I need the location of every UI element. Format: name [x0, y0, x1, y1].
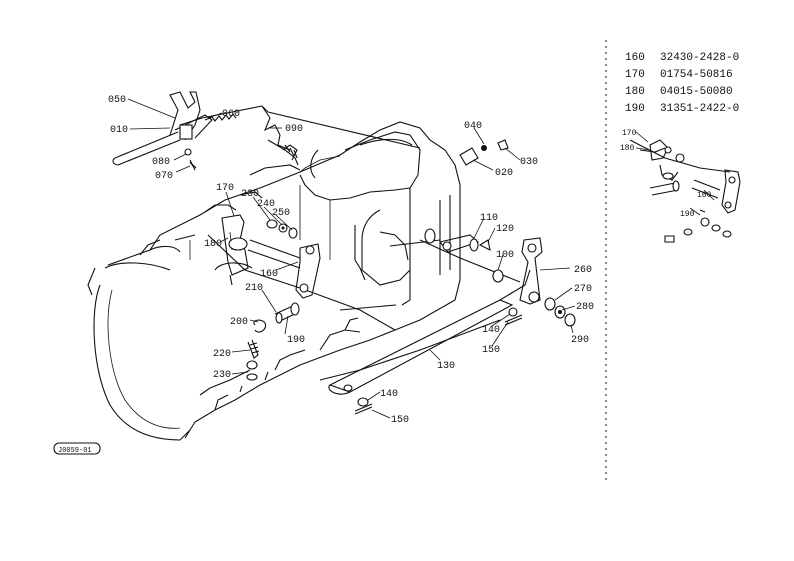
callout-110: 110	[480, 213, 498, 224]
parts-row-ref: 190	[625, 103, 645, 115]
parts-row-number: 04015-50080	[660, 86, 733, 98]
transmission-housing	[87, 121, 461, 441]
callout-160: 160	[260, 269, 278, 280]
callout-030: 030	[520, 157, 538, 168]
callout-130: 130	[437, 361, 455, 372]
linkage-assembly	[328, 139, 576, 415]
callout-190: 190	[287, 335, 305, 346]
callout-280: 280	[576, 302, 594, 313]
callout-labels: 050 010 060 090 080 070 040 030 020 170 …	[108, 95, 594, 426]
callout-170: 170	[216, 183, 234, 194]
callout-140-upper: 140	[482, 325, 500, 336]
parts-row-ref: 180	[625, 86, 645, 98]
figure-code: J0059-01	[53, 442, 101, 455]
callout-140-lower: 140	[380, 389, 398, 400]
callout-250: 250	[272, 208, 290, 219]
callout-290: 290	[571, 335, 589, 346]
parts-table: 160 32430-2428-0 170 01754-50816 180 040…	[625, 52, 739, 115]
inset-callout-180: 180	[620, 144, 635, 153]
callout-010: 010	[110, 125, 128, 136]
callout-080: 080	[152, 157, 170, 168]
callout-230-lower: 230	[213, 370, 231, 381]
parts-row-number: 01754-50816	[660, 69, 733, 81]
callout-150-lower: 150	[391, 415, 409, 426]
cross-shaft-assembly	[214, 214, 321, 381]
callout-150-upper: 150	[482, 345, 500, 356]
parts-row-ref: 160	[625, 52, 645, 64]
parts-row-number: 32430-2428-0	[660, 52, 739, 64]
callout-070: 070	[155, 171, 173, 182]
callout-090: 090	[285, 124, 303, 135]
callout-220: 220	[213, 349, 231, 360]
callout-240: 240	[257, 199, 275, 210]
callout-100: 100	[496, 250, 514, 261]
figure-code-text: J0059-01	[58, 447, 92, 455]
callout-120: 120	[496, 224, 514, 235]
callout-270: 270	[574, 284, 592, 295]
callout-060: 060	[222, 109, 240, 120]
callout-180: 180	[204, 239, 222, 250]
inset-callout-160: 160	[697, 191, 712, 200]
callout-040: 040	[464, 121, 482, 132]
callout-230-upper: 230	[241, 189, 259, 200]
callout-260: 260	[574, 265, 592, 276]
callout-200: 200	[230, 317, 248, 328]
shift-rod-assembly	[112, 91, 299, 171]
inset-callout-190: 190	[680, 210, 695, 219]
inset-callout-170: 170	[622, 129, 637, 138]
leader-lines	[127, 98, 576, 419]
callout-210: 210	[245, 283, 263, 294]
callout-020: 020	[495, 168, 513, 179]
parts-row-number: 31351-2422-0	[660, 103, 739, 115]
parts-row-ref: 170	[625, 69, 645, 81]
inset-subassembly: 170 180 160 190	[620, 129, 741, 243]
callout-050: 050	[108, 95, 126, 106]
